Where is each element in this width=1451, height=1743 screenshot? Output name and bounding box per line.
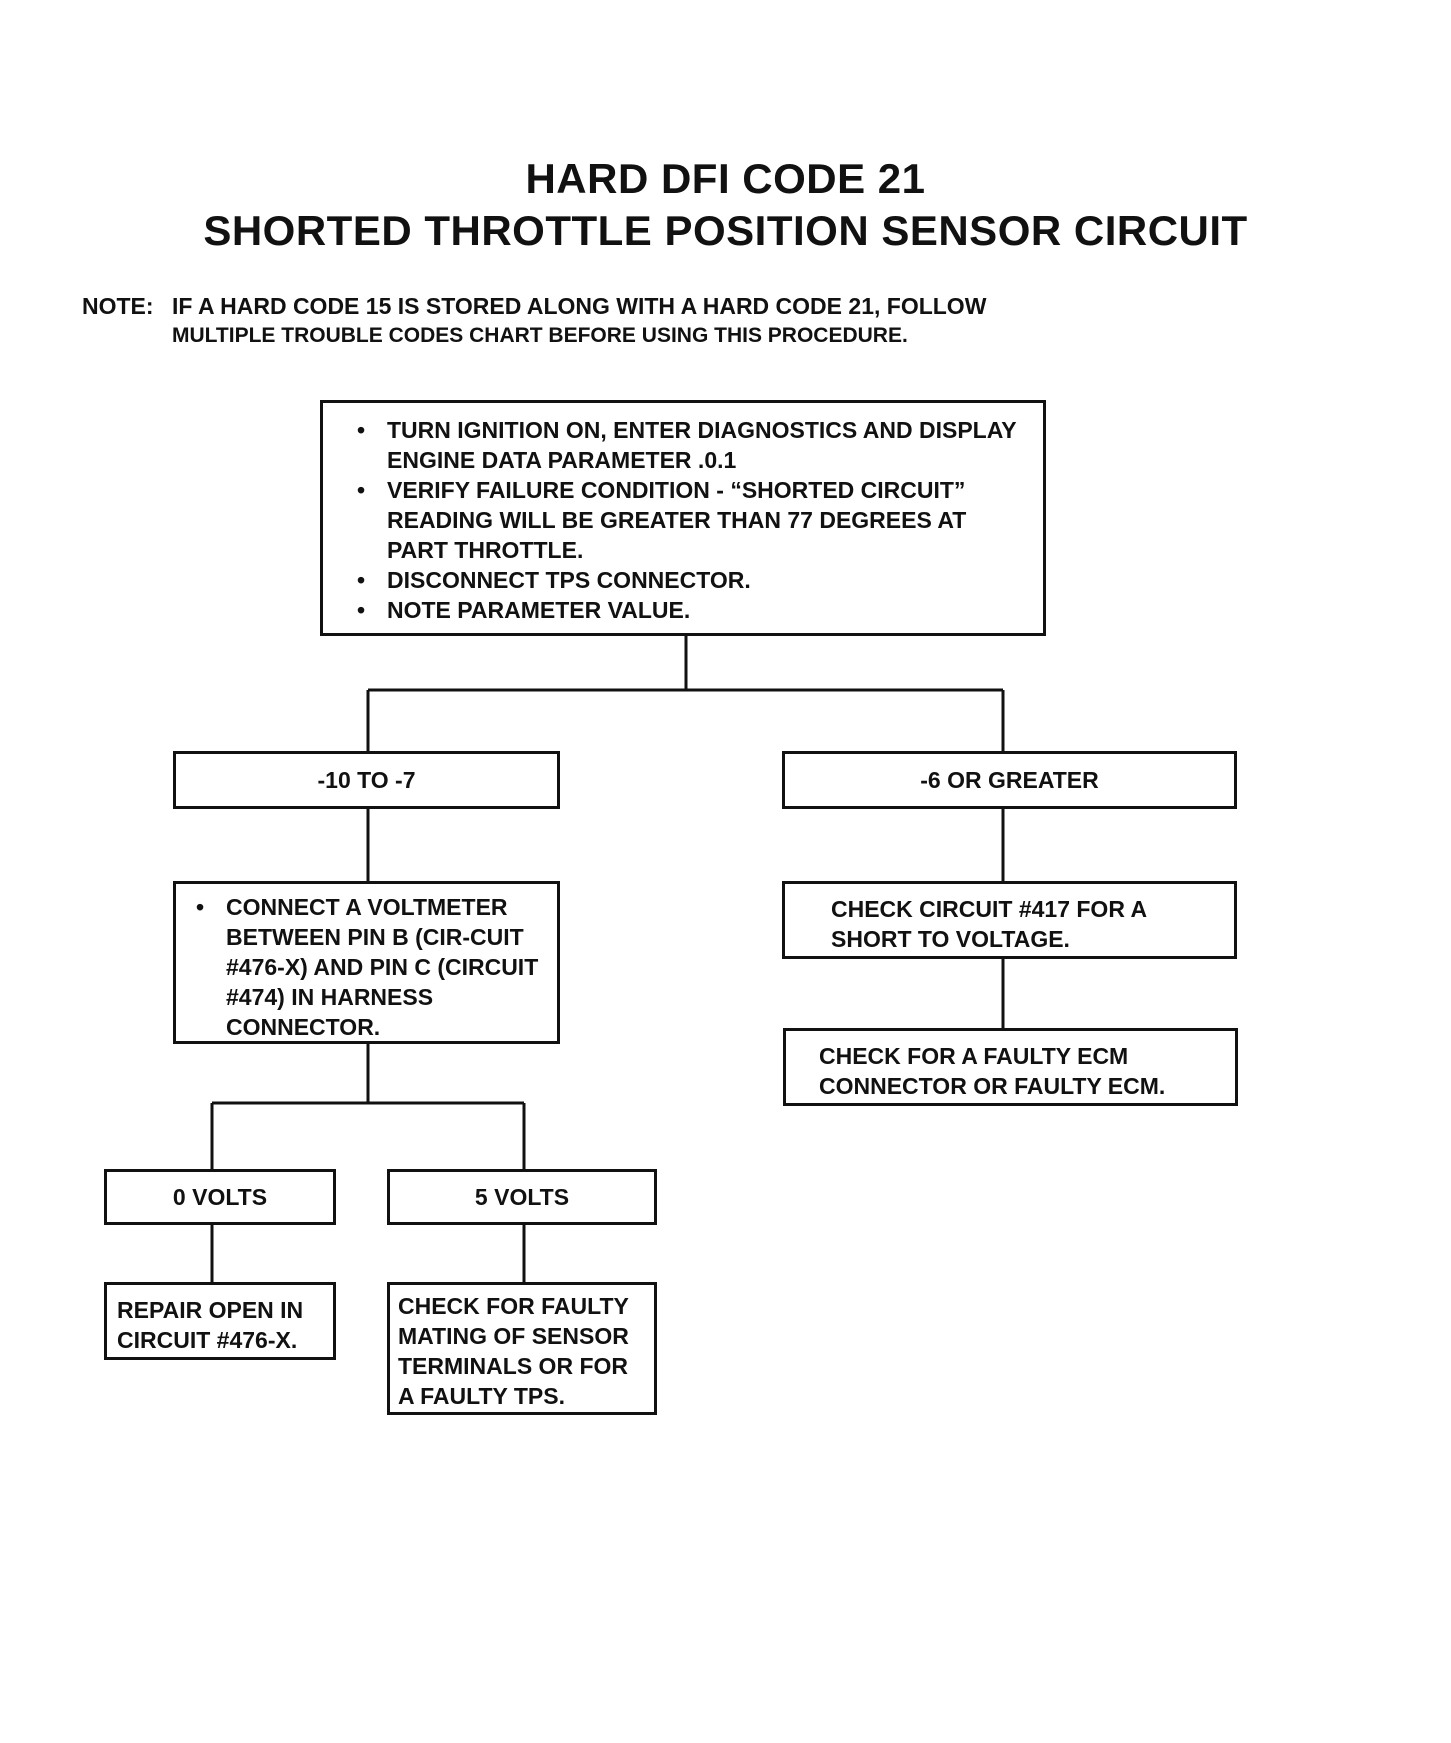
start-step-text: VERIFY FAILURE CONDITION - “SHORTED CIRC… bbox=[387, 477, 967, 563]
five-volts-box: 5 VOLTS bbox=[387, 1169, 657, 1225]
note-line-1: IF A HARD CODE 15 IS STORED ALONG WITH A… bbox=[172, 293, 987, 319]
note-label: NOTE: bbox=[82, 293, 154, 319]
check-ecm-box: CHECK FOR A FAULTY ECM CONNECTOR OR FAUL… bbox=[783, 1028, 1238, 1106]
repair-open-box: REPAIR OPEN IN CIRCUIT #476-X. bbox=[104, 1282, 336, 1360]
check-ecm-line: CONNECTOR OR FAULTY ECM. bbox=[819, 1073, 1166, 1099]
start-step-item: • NOTE PARAMETER VALUE. bbox=[349, 595, 1033, 625]
bullet-icon: • bbox=[357, 417, 366, 443]
repair-open-line: CIRCUIT #476-X. bbox=[117, 1327, 298, 1353]
start-step-text: NOTE PARAMETER VALUE. bbox=[387, 597, 691, 623]
five-volts-label: 5 VOLTS bbox=[474, 1184, 570, 1210]
bullet-icon: • bbox=[357, 477, 366, 503]
check-circuit-417-line: CHECK CIRCUIT #417 FOR A bbox=[831, 896, 1148, 922]
branch-right-label: -6 OR GREATER bbox=[920, 767, 1099, 793]
check-ecm-line: CHECK FOR A FAULTY ECM bbox=[819, 1043, 1129, 1069]
start-step-list: • TURN IGNITION ON, ENTER DIAGNOSTICS AND… bbox=[349, 415, 1033, 625]
branch-left-label: -10 TO -7 bbox=[317, 767, 416, 793]
check-faulty-mating-box: CHECK FOR FAULTY MATING OF SENSOR TERMIN… bbox=[387, 1282, 657, 1415]
note-line-2: MULTIPLE TROUBLE CODES CHART BEFORE USIN… bbox=[172, 324, 908, 347]
voltmeter-step-text: CONNECT A VOLTMETER BETWEEN PIN B (CIR-C… bbox=[226, 894, 539, 1040]
bullet-icon: • bbox=[196, 894, 205, 920]
start-step-text: DISCONNECT TPS CONNECTOR. bbox=[387, 567, 751, 593]
voltmeter-step-list: • CONNECT A VOLTMETER BETWEEN PIN B (CIR-… bbox=[188, 892, 547, 1042]
start-step-text: TURN IGNITION ON, ENTER DIAGNOSTICS AND … bbox=[387, 417, 1017, 473]
voltmeter-step-box: • CONNECT A VOLTMETER BETWEEN PIN B (CIR-… bbox=[173, 881, 560, 1044]
start-step-item: • VERIFY FAILURE CONDITION - “SHORTED CIR… bbox=[349, 475, 1033, 565]
branch-right-label-box: -6 OR GREATER bbox=[782, 751, 1237, 809]
check-faulty-mating-line: CHECK FOR FAULTY bbox=[398, 1293, 629, 1319]
bullet-icon: • bbox=[357, 597, 366, 623]
repair-open-line: REPAIR OPEN IN bbox=[117, 1297, 304, 1323]
start-step-item: • DISCONNECT TPS CONNECTOR. bbox=[349, 565, 1033, 595]
zero-volts-label: 0 VOLTS bbox=[172, 1184, 268, 1210]
branch-left-label-box: -10 TO -7 bbox=[173, 751, 560, 809]
check-faulty-mating-line: A FAULTY TPS. bbox=[398, 1383, 565, 1409]
check-faulty-mating-line: MATING OF SENSOR bbox=[398, 1323, 629, 1349]
zero-volts-box: 0 VOLTS bbox=[104, 1169, 336, 1225]
start-step-item: • TURN IGNITION ON, ENTER DIAGNOSTICS AND… bbox=[349, 415, 1033, 475]
voltmeter-step-item: • CONNECT A VOLTMETER BETWEEN PIN B (CIR-… bbox=[188, 892, 547, 1042]
start-step-box: • TURN IGNITION ON, ENTER DIAGNOSTICS AND… bbox=[320, 400, 1046, 636]
page-subtitle: SHORTED THROTTLE POSITION SENSOR CIRCUIT bbox=[203, 207, 1248, 254]
bullet-icon: • bbox=[357, 567, 366, 593]
check-circuit-417-line: SHORT TO VOLTAGE. bbox=[831, 926, 1070, 952]
check-circuit-417-box: CHECK CIRCUIT #417 FOR A SHORT TO VOLTAG… bbox=[782, 881, 1237, 959]
page-title: HARD DFI CODE 21 bbox=[525, 155, 926, 202]
check-faulty-mating-line: TERMINALS OR FOR bbox=[398, 1353, 628, 1379]
